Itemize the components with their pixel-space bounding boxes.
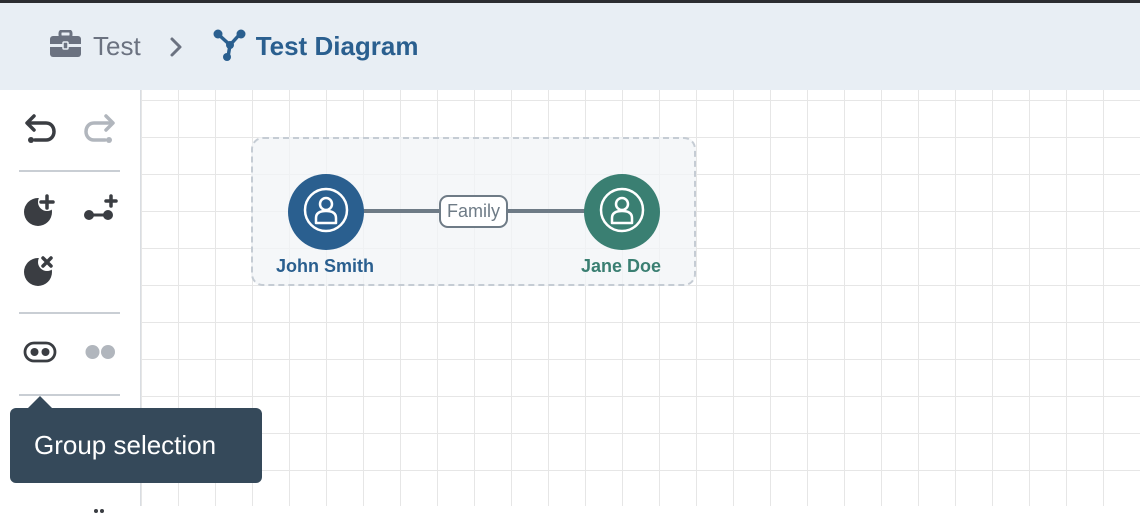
briefcase-icon [49,29,82,63]
toolbar-divider [19,170,120,172]
tooltip-group-selection: Group selection [10,408,262,483]
node-john-smith[interactable] [288,174,364,250]
group-icon [23,341,57,368]
breadcrumb-project-label: Test [93,31,141,61]
add-node-button[interactable] [20,192,60,232]
edge-label[interactable]: Family [439,195,508,228]
delete-button[interactable] [20,252,60,292]
add-edge-button[interactable] [80,192,120,232]
redo-button[interactable] [80,110,120,150]
undo-icon [23,113,57,148]
redo-icon [83,113,117,148]
breadcrumb-project[interactable]: Test [49,29,141,63]
tooltip-arrow [28,396,52,408]
add-node-icon [22,192,58,233]
window-top-border [0,0,1140,3]
node-jane-doe[interactable] [584,174,660,250]
node-label-john-smith: John Smith [276,256,374,276]
group-button[interactable] [20,334,60,374]
person-icon [301,185,351,240]
chevron-right-icon [169,36,183,58]
ungroup-button[interactable] [80,334,120,374]
breadcrumb-diagram-label: Test Diagram [255,31,419,61]
toolbar-divider [19,394,120,396]
toolbar-divider [19,312,120,314]
breadcrumb-bar: Test Test Diagram [0,3,1140,90]
more-tools-icon[interactable] [92,500,106,513]
ungroup-icon [83,341,117,368]
tooltip-text: Group selection [34,430,217,460]
delete-node-icon [22,252,58,293]
breadcrumb-diagram: Test Diagram [213,28,419,66]
undo-button[interactable] [20,110,60,150]
add-edge-icon [82,192,118,233]
person-icon [597,185,647,240]
diagram-network-icon [213,28,246,66]
node-label-jane-doe: Jane Doe [580,256,662,276]
